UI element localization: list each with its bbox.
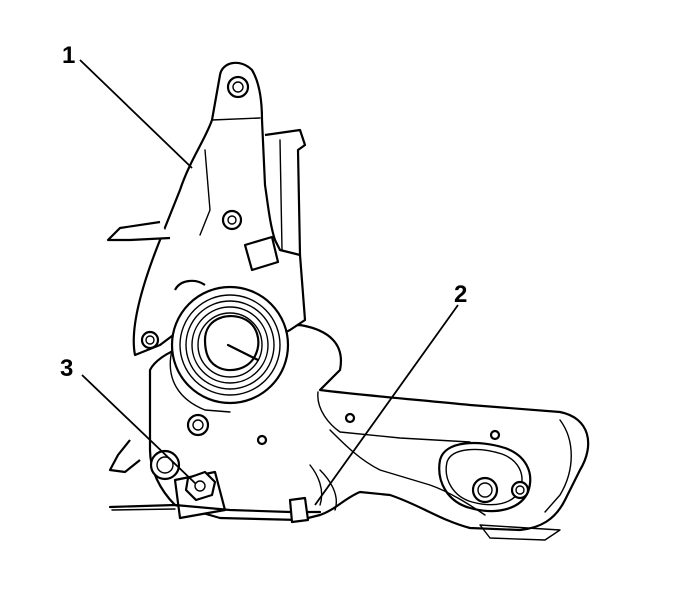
leader-line-2 xyxy=(314,304,459,506)
callout-1: 1 xyxy=(62,42,76,69)
release-cable xyxy=(108,464,337,524)
bolt-assembly xyxy=(108,413,210,481)
leader-line-1 xyxy=(79,59,193,169)
callout-3: 3 xyxy=(60,355,74,382)
clock-spring xyxy=(169,285,290,413)
hole xyxy=(344,412,356,424)
leader-line-3 xyxy=(81,374,197,485)
hole xyxy=(256,434,268,446)
bottom-detail xyxy=(479,524,561,541)
cable-clip-nut xyxy=(173,470,227,520)
hole xyxy=(489,429,501,441)
pivot-slot xyxy=(438,441,532,513)
callout-2: 2 xyxy=(454,281,468,308)
